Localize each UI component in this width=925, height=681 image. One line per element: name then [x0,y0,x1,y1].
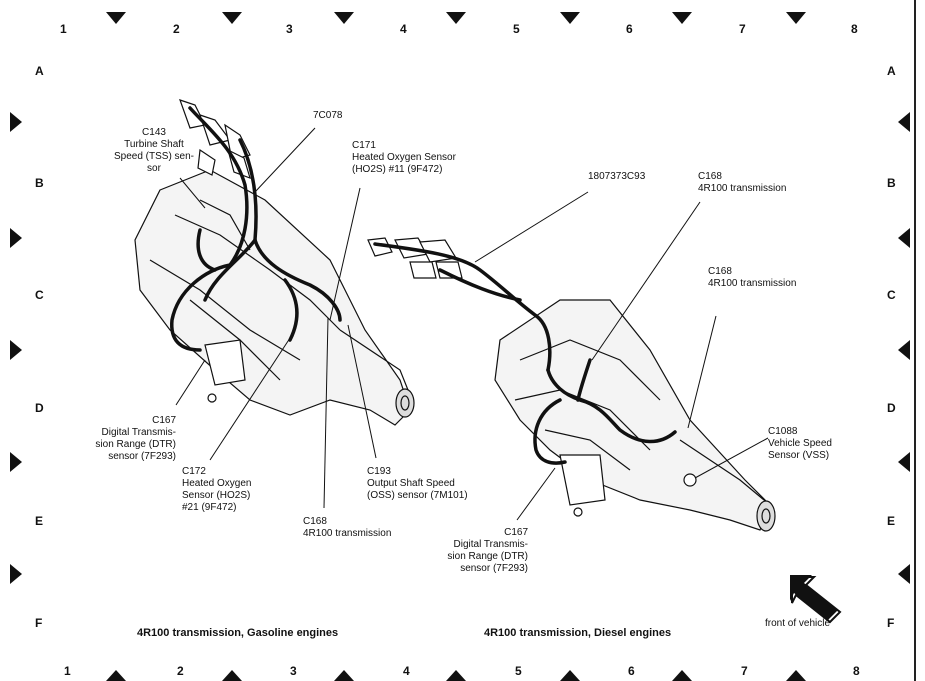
grid-col-top-4: 4 [400,22,407,36]
grid-col-top-5: 5 [513,22,520,36]
caption-diesel: 4R100 transmission, Diesel engines [484,627,672,639]
grid-row-right-d: D [887,401,896,415]
grid-row-right-f: F [887,616,895,630]
callout-1807373c93: 1807373C93 [588,171,646,182]
grid-col-top-6: 6 [626,22,633,36]
grid-row-right-c: C [887,288,896,302]
bottom-border-markers [106,670,806,681]
front-of-vehicle-arrow-icon [790,575,842,624]
gasoline-wiring-harness [170,106,342,352]
grid-row-right-e: E [887,514,896,528]
grid-col-bottom-4: 4 [403,664,410,678]
grid-col-top-7: 7 [739,22,746,36]
grid-row-left-d: D [35,401,44,415]
grid-row-right-b: B [887,176,896,190]
diesel-transmission-illustration [367,237,776,532]
front-of-vehicle-label: front of vehicle [765,618,831,629]
grid-row-left-e: E [35,514,44,528]
grid-row-left-b: B [35,176,44,190]
grid-col-top-8: 8 [851,22,858,36]
grid-col-bottom-5: 5 [515,664,522,678]
diesel-wiring-harness [373,242,677,465]
grid-row-right-a: A [887,64,896,78]
grid-col-bottom-6: 6 [628,664,635,678]
grid-col-top-2: 2 [173,22,180,36]
grid-col-bottom-8: 8 [853,664,860,678]
grid-col-top-1: 1 [60,22,67,36]
grid-col-bottom-7: 7 [741,664,748,678]
top-border-markers [106,12,806,24]
leader-lines [175,127,769,521]
grid-row-left-c: C [35,288,44,302]
grid-row-left-f: F [35,616,43,630]
left-border-markers [10,112,22,584]
right-border-markers [898,112,910,584]
grid-col-bottom-1: 1 [64,664,71,678]
grid-row-left-a: A [35,64,44,78]
grid-col-bottom-2: 2 [177,664,184,678]
grid-col-bottom-3: 3 [290,664,297,678]
callout-7c078: 7C078 [313,110,343,121]
gasoline-transmission-illustration [134,99,415,426]
caption-gasoline: 4R100 transmission, Gasoline engines [137,627,339,639]
grid-col-top-3: 3 [286,22,293,36]
